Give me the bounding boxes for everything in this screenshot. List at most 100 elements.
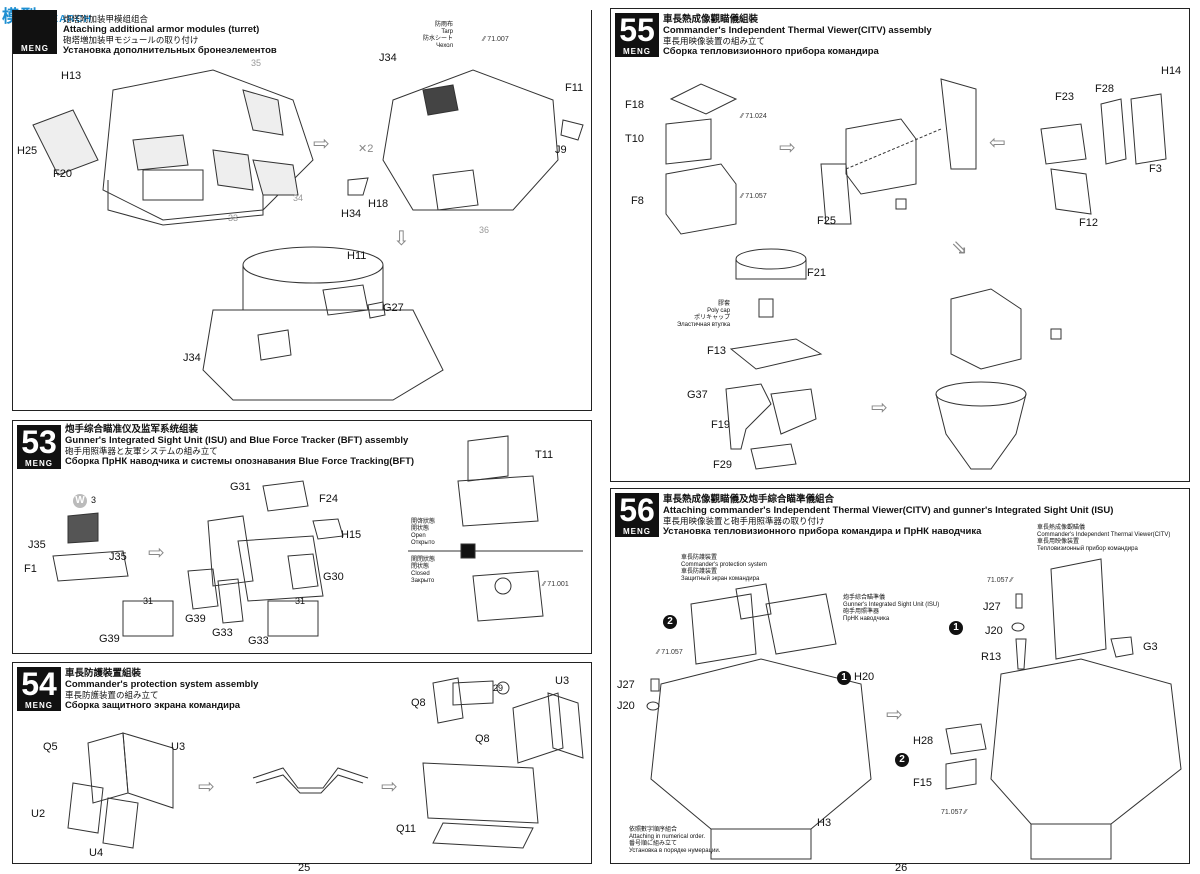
order-circle-1-a: 1: [837, 671, 851, 685]
wire-3-circle: W: [73, 494, 87, 508]
part-label-f21: F21: [807, 267, 826, 279]
part-label-f18: F18: [625, 99, 644, 111]
part-label-h25: H25: [17, 145, 38, 157]
part-label-j34-b: J34: [183, 352, 201, 364]
part-label-h14: H14: [1161, 65, 1182, 77]
part-label-q8-b: Q8: [475, 733, 490, 745]
part-label-f3: F3: [1149, 163, 1162, 175]
part-label-h18: H18: [368, 198, 389, 210]
part-label-g3: G3: [1143, 641, 1158, 653]
step-52-title: 炮塔附加装甲模组组合 Attaching additional armor mo…: [63, 14, 277, 56]
tarp-note: 防雨布 Tarp 防水シート Чехол: [423, 22, 454, 49]
svg-text:⇩: ⇩: [393, 228, 410, 250]
sub-step-33: 33: [228, 213, 239, 223]
part-label-f13: F13: [707, 345, 726, 357]
part-label-j20-a: J20: [617, 700, 635, 712]
part-label-q8-a: Q8: [411, 697, 426, 709]
step-52-title-cn: 炮塔附加装甲模组组合: [63, 14, 149, 24]
order-circle-2-b: 2: [895, 753, 909, 767]
step-52-title-jp: 砲塔増加装甲モジュールの取り付け: [63, 35, 199, 45]
sub-step-36: 36: [479, 225, 490, 235]
paint-code: ⁄⁄ 71.007: [483, 36, 509, 43]
part-label-h28: H28: [913, 735, 934, 747]
svg-text:⇨: ⇨: [886, 704, 903, 726]
svg-text:⇨: ⇨: [779, 137, 796, 159]
paint-code: ⁄⁄ 71.001: [543, 581, 569, 588]
part-label-g39-b: G39: [185, 613, 206, 625]
svg-text:⇨: ⇨: [313, 133, 330, 155]
part-label-h11: H11: [347, 250, 367, 262]
step-52-title-ru: Установка дополнительных бронеэлементов: [63, 44, 277, 56]
part-label-h3: H3: [817, 817, 832, 829]
part-label-g31: G31: [230, 481, 251, 493]
step-53-drawing: ⇨: [52, 435, 583, 637]
step-56-title: 車長熱成像觀瞄儀及炮手綜合瞄準儀組合 Attaching commander's…: [663, 494, 1114, 537]
step-55-title: 車長熱成像觀瞄儀組裝 Commander's Independent Therm…: [663, 14, 932, 57]
step-54-drawing: ⇨⇨: [67, 677, 584, 849]
step-52-drawing: ⇨ ⇩: [32, 69, 584, 401]
page-number-right: 26: [895, 862, 908, 874]
svg-text:⇨: ⇨: [871, 397, 888, 419]
step-52-section: MENG 炮塔附加装甲模组组合 Attaching additional arm…: [12, 10, 592, 411]
part-label-j35-a: J35: [28, 539, 46, 551]
part-label-u3-a: U3: [171, 741, 186, 753]
sub-step-29: 29: [493, 683, 504, 693]
part-label-g27: G27: [383, 302, 404, 314]
step-52-badge: MENG: [13, 10, 57, 54]
step-55-drawing: ⇨⇦⇘⇨: [665, 78, 1167, 470]
paint-code-3: 71.057 ⁄⁄: [941, 809, 967, 816]
part-label-f8: F8: [631, 195, 644, 207]
part-label-w3: 3: [91, 495, 97, 505]
part-label-f29: F29: [713, 459, 732, 471]
part-label-h20: H20: [854, 671, 875, 683]
part-label-j27-a: J27: [617, 679, 635, 691]
part-label-h15: H15: [341, 529, 362, 541]
svg-text:⇦: ⇦: [989, 132, 1006, 154]
sub-step-34: 34: [293, 193, 304, 203]
paint-code-2: 71.057 ⁄⁄: [987, 577, 1013, 584]
part-label-h13: H13: [61, 70, 82, 82]
part-label-t10: T10: [625, 133, 644, 145]
sub-step-31-b: 31: [295, 596, 306, 606]
paint-code-1: ⁄⁄ 71.024: [741, 113, 767, 120]
part-label-g33-a: G33: [212, 627, 233, 639]
paint-code-1: ⁄⁄ 71.057: [657, 649, 683, 656]
part-label-g33-b: G33: [248, 635, 269, 647]
part-label-f23: F23: [1055, 91, 1074, 103]
part-label-j35-b: J35: [109, 551, 127, 563]
part-label-u4: U4: [89, 847, 104, 859]
part-label-j20-b: J20: [985, 625, 1003, 637]
step-56-drawing: ⇨: [646, 558, 1182, 860]
order-circle-2-a: 2: [663, 615, 677, 629]
part-label-q5: Q5: [43, 741, 58, 753]
sub-step-35: 35: [251, 58, 262, 68]
sub-step-31-a: 31: [143, 596, 154, 606]
step-52-title-en: Attaching additional armor modules (turr…: [63, 23, 260, 35]
svg-text:⇨: ⇨: [148, 542, 165, 564]
part-label-t11: T11: [535, 449, 554, 461]
page-number-left: 25: [298, 862, 311, 874]
part-label-g39-a: G39: [99, 633, 120, 645]
part-label-f20: F20: [53, 168, 72, 180]
svg-text:⇨: ⇨: [198, 776, 215, 798]
part-label-f15: F15: [913, 777, 932, 789]
part-label-f12: F12: [1079, 217, 1098, 229]
part-label-j9: J9: [555, 144, 567, 156]
part-label-f28: F28: [1095, 83, 1114, 95]
svg-text:⇨: ⇨: [381, 776, 398, 798]
part-label-u2: U2: [31, 808, 46, 820]
part-label-f19: F19: [711, 419, 730, 431]
